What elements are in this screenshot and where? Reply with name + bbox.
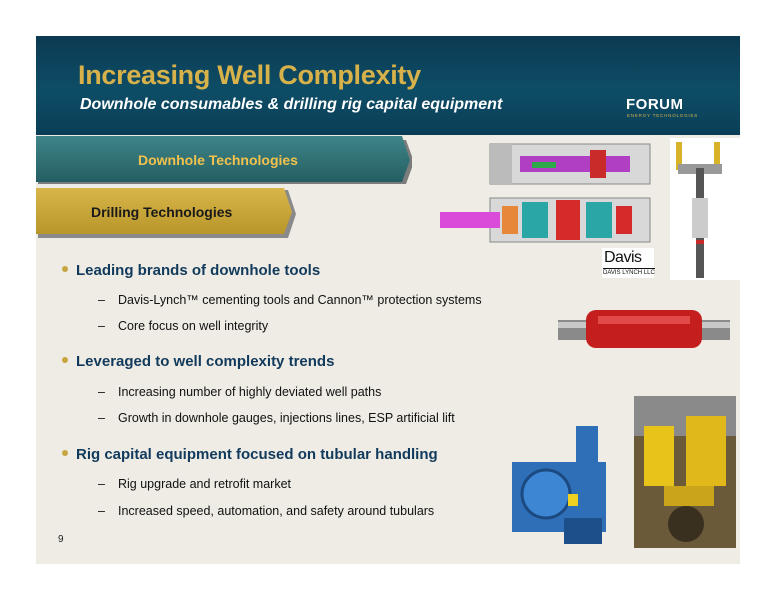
vertical-downhole-tool-image [670,138,740,280]
rig-photo-icon [634,396,736,548]
davis-logo-sub: DAVIS LYNCH LLC [603,268,655,276]
slide-subtitle: Downhole consumables & drilling rig capi… [80,96,503,113]
bullet-text: Leveraged to well complexity trends [76,353,335,370]
downhole-technologies-banner: Downhole Technologies [36,136,412,184]
forum-logo-text: FORUM [626,96,684,113]
downhole-banner-shape [36,136,412,184]
sub-bullet: –Growth in downhole gauges, injections l… [98,411,455,425]
slide-header: Increasing Well Complexity Downhole cons… [36,36,740,135]
drilling-banner-shape [36,188,296,238]
slide: Increasing Well Complexity Downhole cons… [36,36,740,564]
sub-bullet-text: Increased speed, automation, and safety … [118,504,435,518]
bullet-well-complexity: Leveraged to well complexity trends [62,353,334,370]
sub-bullet-text: Core focus on well integrity [118,319,269,333]
sub-bullet-text: Rig upgrade and retrofit market [118,477,292,491]
handling-machine-icon [512,426,606,544]
cutaway-tool-icon [440,143,651,243]
bullet-text: Leading brands of downhole tools [76,262,321,279]
centralizer-icon [558,310,730,348]
tubular-handling-machine-image [502,422,622,556]
page-number: 9 [58,534,64,545]
sub-bullet-text: Growth in downhole gauges, injections li… [118,411,455,425]
downhole-banner-label: Downhole Technologies [138,152,298,168]
bullet-dot-icon [62,266,68,272]
bullet-rig-capital: Rig capital equipment focused on tubular… [62,446,438,463]
slide-title: Increasing Well Complexity [78,60,421,90]
bullet-text: Rig capital equipment focused on tubular… [76,446,438,463]
drilling-technologies-banner: Drilling Technologies [36,188,296,238]
drilling-banner-label: Drilling Technologies [91,204,233,220]
forum-logo: FORUM ENERGY TECHNOLOGIES [626,96,698,122]
bullet-dot-icon [62,357,68,363]
sub-bullet: –Increasing number of highly deviated we… [98,385,382,399]
bullet-dot-icon [62,450,68,456]
drilling-rig-photo [634,396,736,548]
bullet-leading-brands: Leading brands of downhole tools [62,262,320,279]
davis-logo-main: Davis [604,249,642,266]
sub-bullet-text: Increasing number of highly deviated wel… [118,385,382,399]
forum-logo-tagline: ENERGY TECHNOLOGIES [627,113,699,118]
downhole-tool-cutaway-image [440,140,656,246]
vertical-tool-icon [670,138,740,280]
sub-bullet: –Increased speed, automation, and safety… [98,504,435,518]
pipe-centralizer-image [558,306,730,352]
sub-bullet: –Rig upgrade and retrofit market [98,477,292,491]
sub-bullet: –Davis-Lynch™ cementing tools and Cannon… [98,293,482,307]
sub-bullet: –Core focus on well integrity [98,319,269,333]
davis-lynch-logo: Davis DAVIS LYNCH LLC [602,248,655,278]
sub-bullet-text: Davis-Lynch™ cementing tools and Cannon™… [118,293,482,307]
